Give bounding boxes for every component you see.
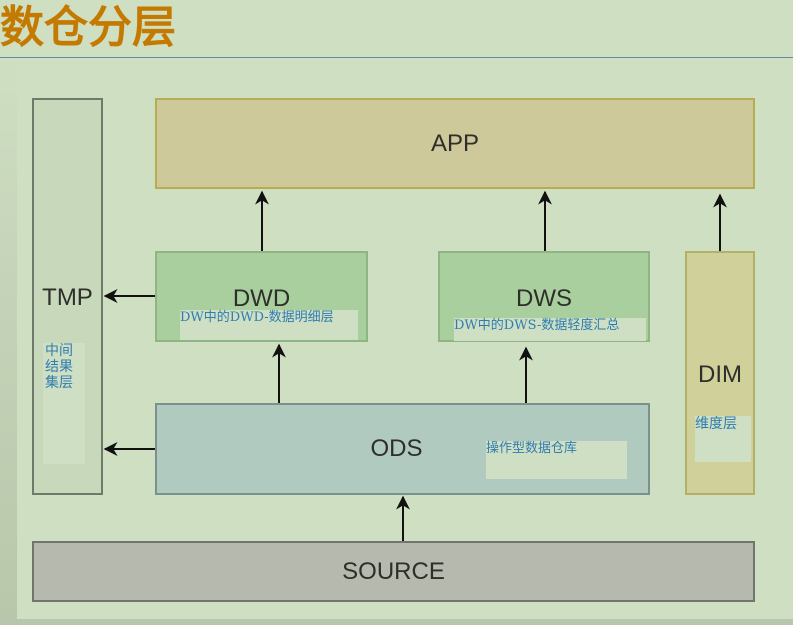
dws-note: DW中的DWS-数据轻度汇总 bbox=[454, 318, 646, 341]
dim-note: 维度层 bbox=[695, 416, 751, 462]
layer-ods: ODS bbox=[155, 403, 650, 495]
dwd-note: DW中的DWD-数据明细层 bbox=[180, 310, 358, 340]
layer-app: APP bbox=[155, 98, 755, 189]
layer-ods-label: ODS bbox=[370, 435, 423, 462]
tmp-note: 中间 结果 集层 bbox=[43, 343, 85, 464]
layer-source: SOURCE bbox=[32, 541, 755, 602]
layer-app-label: APP bbox=[430, 129, 480, 157]
layer-tmp-label: TMP bbox=[42, 284, 93, 311]
layer-dim-label: DIM bbox=[698, 361, 742, 388]
layer-dwd-label: DWD bbox=[232, 285, 291, 312]
layer-source-label: SOURCE bbox=[342, 557, 445, 585]
title-divider bbox=[0, 57, 793, 58]
bottom-edge-shade bbox=[0, 619, 793, 625]
page-title: 数仓分层 bbox=[0, 2, 176, 53]
layer-dws-label: DWS bbox=[516, 285, 572, 312]
left-edge-shade bbox=[0, 58, 17, 625]
ods-note: 操作型数据仓库 bbox=[486, 441, 627, 479]
